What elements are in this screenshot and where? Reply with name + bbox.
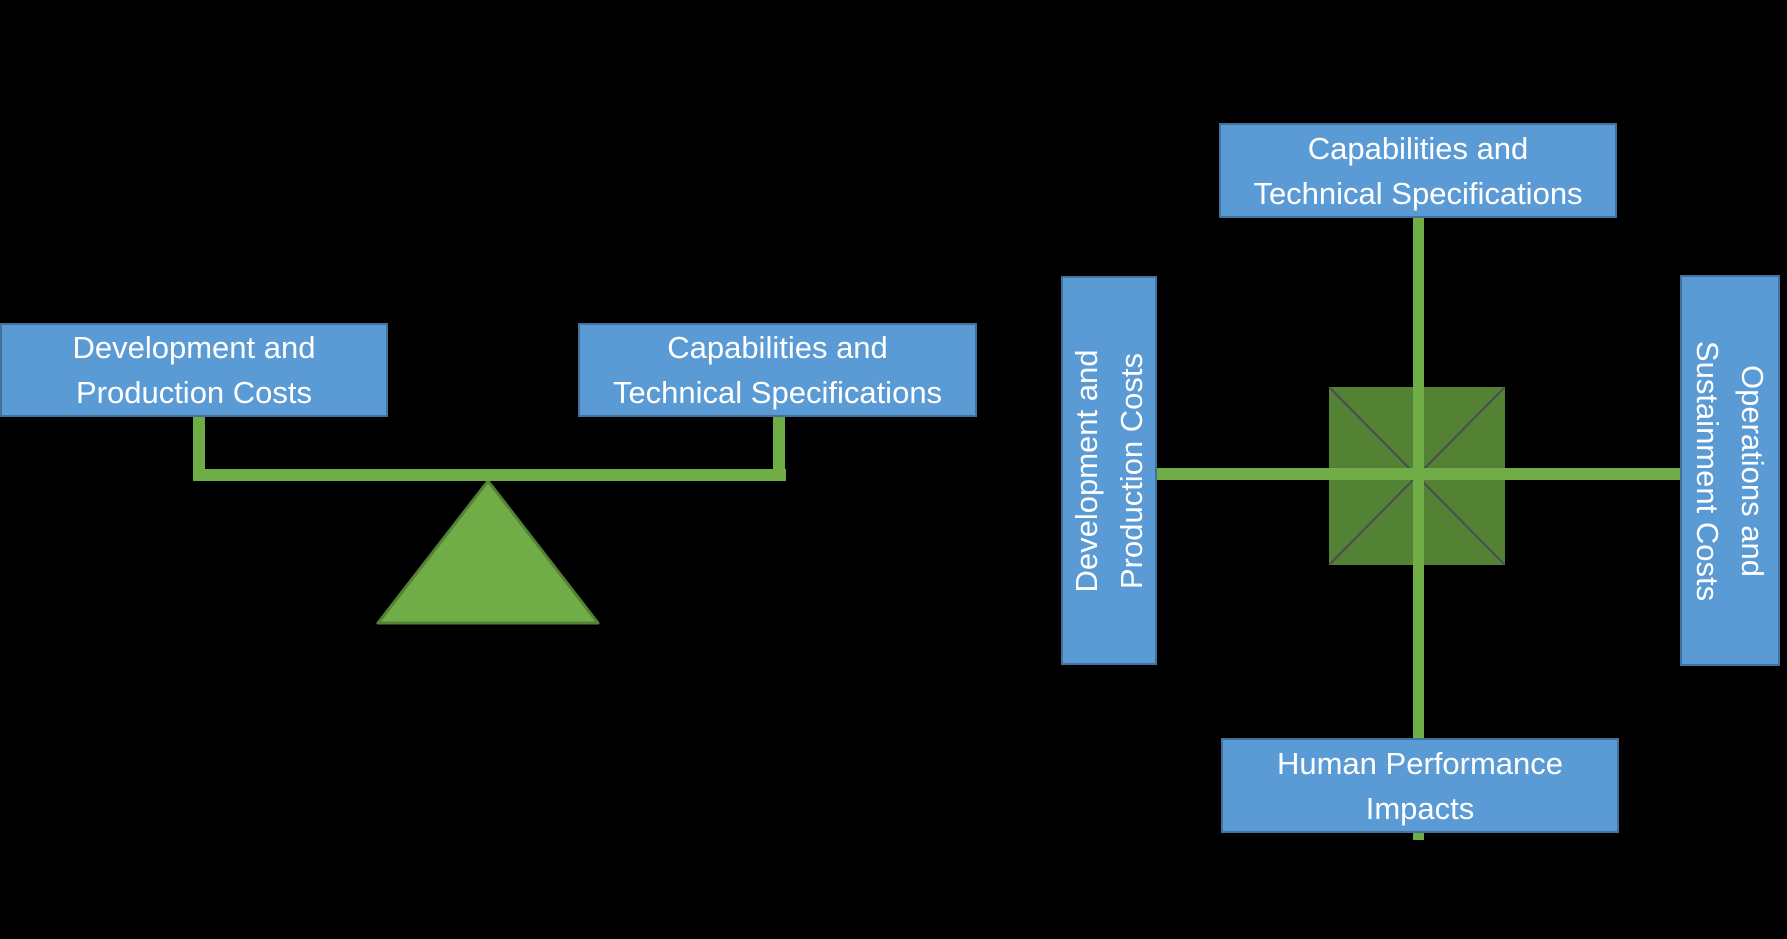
box-label-line: Development and <box>72 330 316 365</box>
box-label-line: Capabilities and <box>1307 130 1529 166</box>
rotated-label: Operations and Sustainment Costs <box>1685 275 1775 666</box>
box-label-line: Technical Specifications <box>1253 175 1583 211</box>
rotated-label: Development and Production Costs <box>1064 276 1154 665</box>
balance-left-connector-line <box>193 417 205 481</box>
balance-right-connector-line <box>773 417 785 481</box>
box-label-line: Technical Specifications <box>612 375 943 410</box>
box-label-line: Production Costs <box>1114 352 1149 589</box>
balance-box-capabilities-technical-specifications: Capabilities and Technical Specification… <box>578 323 977 417</box>
box-label-line: Sustainment Costs <box>1690 340 1725 601</box>
vertical-axis-line <box>1413 218 1424 840</box>
box-label-line: Human Performance <box>1276 745 1563 781</box>
balance-beam-line <box>193 469 786 481</box>
tradespace-box-operations-sustainment-costs: Operations and Sustainment Costs <box>1680 275 1780 666</box>
balance-box-development-production-costs: Development and Production Costs <box>0 323 388 417</box>
tradespace-box-human-performance-impacts: Human Performance Impacts <box>1221 738 1619 833</box>
box-label-line: Operations and <box>1735 364 1770 577</box>
tradespace-box-development-production-costs: Development and Production Costs <box>1061 276 1157 665</box>
tradespace-box-capabilities-technical-specifications: Capabilities and Technical Specification… <box>1219 123 1617 218</box>
box-label-line: Capabilities and <box>667 330 888 365</box>
box-label-line: Production Costs <box>75 375 313 410</box>
fulcrum-triangle-icon <box>376 479 600 625</box>
box-label-line: Development and <box>1069 349 1104 592</box>
box-label-line: Impacts <box>1365 790 1475 826</box>
